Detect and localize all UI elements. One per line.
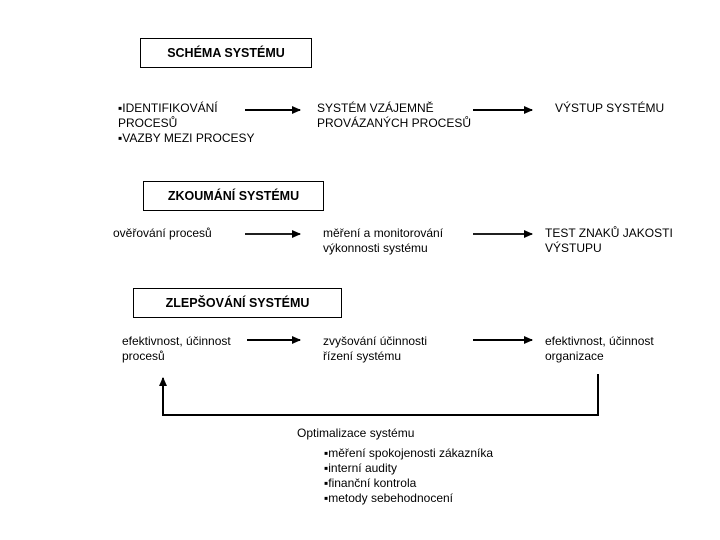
row1-left-text: ▪IDENTIFIKOVÁNÍ PROCESŮ ▪VAZBY MEZI PROC…: [118, 101, 255, 146]
row2-middle-line1: měření a monitorování: [323, 226, 444, 240]
zlepsovani-systemu-label: ZLEPŠOVÁNÍ SYSTÉMU: [165, 296, 310, 310]
row1-right-line1: VÝSTUP SYSTÉMU: [555, 101, 665, 115]
row1-left-line1: ▪IDENTIFIKOVÁNÍ: [118, 101, 218, 115]
row2-right-text: TEST ZNAKŮ JAKOSTI VÝSTUPU: [545, 226, 673, 256]
row1-middle-line2: PROVÁZANÝCH PROCESŮ: [317, 116, 472, 130]
zlepsovani-systemu-box: ZLEPŠOVÁNÍ SYSTÉMU: [133, 288, 342, 318]
schema-systemu-box: SCHÉMA SYSTÉMU: [140, 38, 312, 68]
row3-right-text: efektivnost, účinnost organizace: [545, 334, 654, 364]
feedback-loop-arrow: [159, 374, 599, 416]
row2-middle-line2: výkonnosti systému: [323, 241, 428, 255]
row3-left-text: efektivnost, účinnost procesů: [122, 334, 231, 364]
row2-middle-text: měření a monitorování výkonnosti systému: [323, 226, 443, 256]
row2-right-line2: VÝSTUPU: [545, 241, 602, 255]
feedback-bullet-item: ▪metody sebehodnocení: [324, 491, 454, 505]
row3-middle-line1: zvyšování účinnosti: [323, 334, 428, 348]
row3-middle-line2: řízení systému: [323, 349, 402, 363]
schema-systemu-label: SCHÉMA SYSTÉMU: [167, 46, 285, 60]
feedback-bullet-item: ▪interní audity: [324, 461, 397, 475]
zkoumani-systemu-box: ZKOUMÁNÍ SYSTÉMU: [143, 181, 324, 211]
row2-left-line1: ověřování procesů: [113, 226, 212, 240]
row1-left-line2: PROCESŮ: [118, 116, 178, 130]
row3-left-line1: efektivnost, účinnost: [122, 334, 231, 348]
row3-right-line1: efektivnost, účinnost: [545, 334, 654, 348]
row1-middle-line1: SYSTÉM VZÁJEMNĚ: [317, 101, 434, 115]
feedback-label-text: Optimalizace systému: [297, 426, 415, 440]
row3-left-line2: procesů: [122, 349, 165, 363]
row3-right-line2: organizace: [545, 349, 604, 363]
feedback-bullet-item: ▪měření spokojenosti zákazníka: [324, 446, 494, 460]
row1-middle-text: SYSTÉM VZÁJEMNĚ PROVÁZANÝCH PROCESŮ: [317, 101, 471, 131]
row3-middle-text: zvyšování účinnosti řízení systému: [323, 334, 427, 364]
row2-left-text: ověřování procesů: [113, 226, 212, 241]
feedback-label: Optimalizace systému: [297, 426, 414, 441]
row1-right-text: VÝSTUP SYSTÉMU: [555, 101, 664, 116]
zkoumani-systemu-label: ZKOUMÁNÍ SYSTÉMU: [167, 189, 300, 203]
feedback-bullet-list: ▪měření spokojenosti zákazníka ▪interní …: [324, 446, 493, 506]
feedback-bullet-item: ▪finanční kontrola: [324, 476, 417, 490]
row2-right-line1: TEST ZNAKŮ JAKOSTI: [545, 226, 673, 240]
row1-left-line3: ▪VAZBY MEZI PROCESY: [118, 131, 255, 145]
